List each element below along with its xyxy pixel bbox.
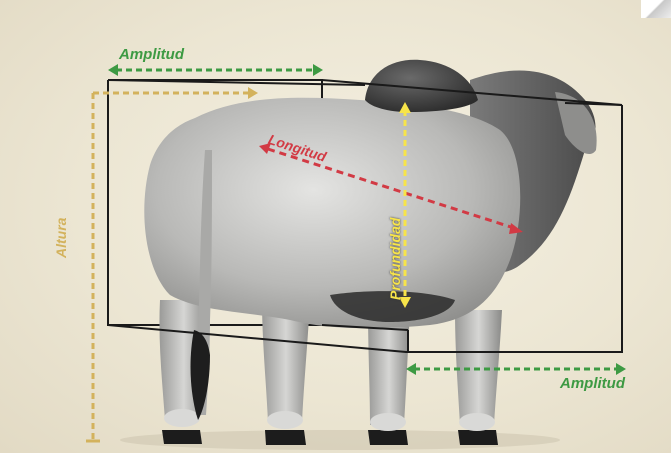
amplitud-top-label: Amplitud <box>119 47 184 62</box>
amplitud-bottom-label: Amplitud <box>560 376 625 391</box>
profundidad-label: Profundidad <box>388 218 402 300</box>
amplitud-top-arrow <box>108 64 323 76</box>
altura-label: Altura <box>54 218 68 258</box>
page-curl-icon <box>641 0 671 18</box>
amplitud-bottom-arrow <box>406 363 626 375</box>
